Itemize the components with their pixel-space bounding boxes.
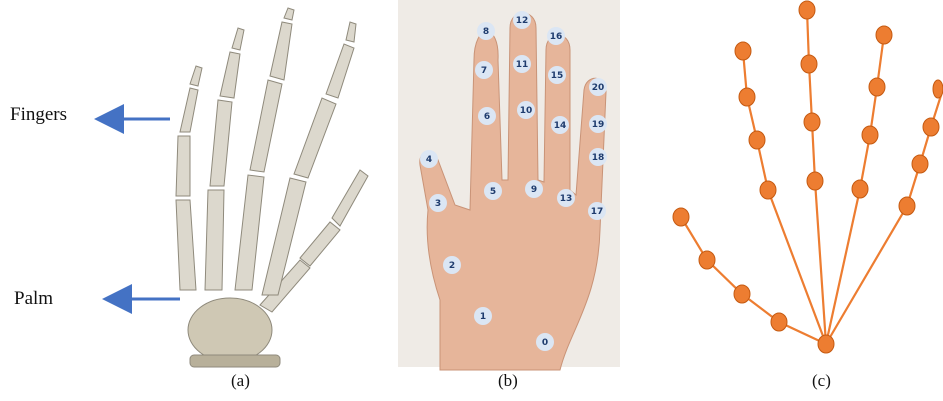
svg-text:13: 13: [560, 194, 573, 204]
svg-text:3: 3: [435, 199, 441, 209]
keypoint: 9: [525, 180, 543, 198]
svg-text:15: 15: [551, 71, 564, 81]
keypoint: 15: [548, 66, 566, 84]
keypoint: 14: [551, 116, 569, 134]
svg-text:8: 8: [483, 27, 489, 37]
keypoint: 19: [589, 115, 607, 133]
svg-text:9: 9: [531, 185, 537, 195]
svg-text:12: 12: [516, 16, 529, 26]
keypoint: 12: [513, 11, 531, 29]
svg-text:4: 4: [426, 155, 432, 165]
keypoint: 8: [477, 22, 495, 40]
svg-text:17: 17: [591, 207, 604, 217]
svg-text:5: 5: [490, 187, 496, 197]
hand-skeleton-illustration: [176, 8, 368, 367]
keypoint: 5: [484, 182, 502, 200]
keypoint: 0: [536, 333, 554, 351]
keypoint: 13: [557, 189, 575, 207]
svg-text:20: 20: [592, 83, 605, 93]
keypoint: 7: [475, 61, 493, 79]
svg-text:2: 2: [449, 261, 455, 271]
svg-text:16: 16: [550, 32, 563, 42]
keypoint: 1: [474, 307, 492, 325]
keypoint: 6: [478, 107, 496, 125]
svg-text:18: 18: [592, 153, 605, 163]
svg-text:7: 7: [481, 66, 487, 76]
hand-keypoint-graph: [673, 1, 943, 353]
panel-c-caption: (c): [812, 371, 831, 391]
hand-photo-illustration: 0 1 2 3 4 5 6 7 8 9 10 11 12 13 14 15 16…: [398, 0, 620, 370]
keypoint: 10: [517, 101, 535, 119]
svg-text:0: 0: [542, 338, 548, 348]
svg-text:11: 11: [516, 60, 529, 70]
keypoint: 17: [588, 202, 606, 220]
svg-text:14: 14: [554, 121, 567, 131]
panel-b-caption: (b): [498, 371, 518, 391]
keypoint: 3: [429, 194, 447, 212]
panel-a-caption: (a): [231, 371, 250, 391]
svg-text:10: 10: [520, 106, 533, 116]
svg-text:1: 1: [480, 312, 486, 322]
keypoint: 11: [513, 55, 531, 73]
keypoint: 2: [443, 256, 461, 274]
svg-text:19: 19: [592, 120, 605, 130]
keypoint: 4: [420, 150, 438, 168]
keypoint: 20: [589, 78, 607, 96]
keypoint: 18: [589, 148, 607, 166]
svg-text:6: 6: [484, 112, 490, 122]
keypoint: 16: [547, 27, 565, 45]
